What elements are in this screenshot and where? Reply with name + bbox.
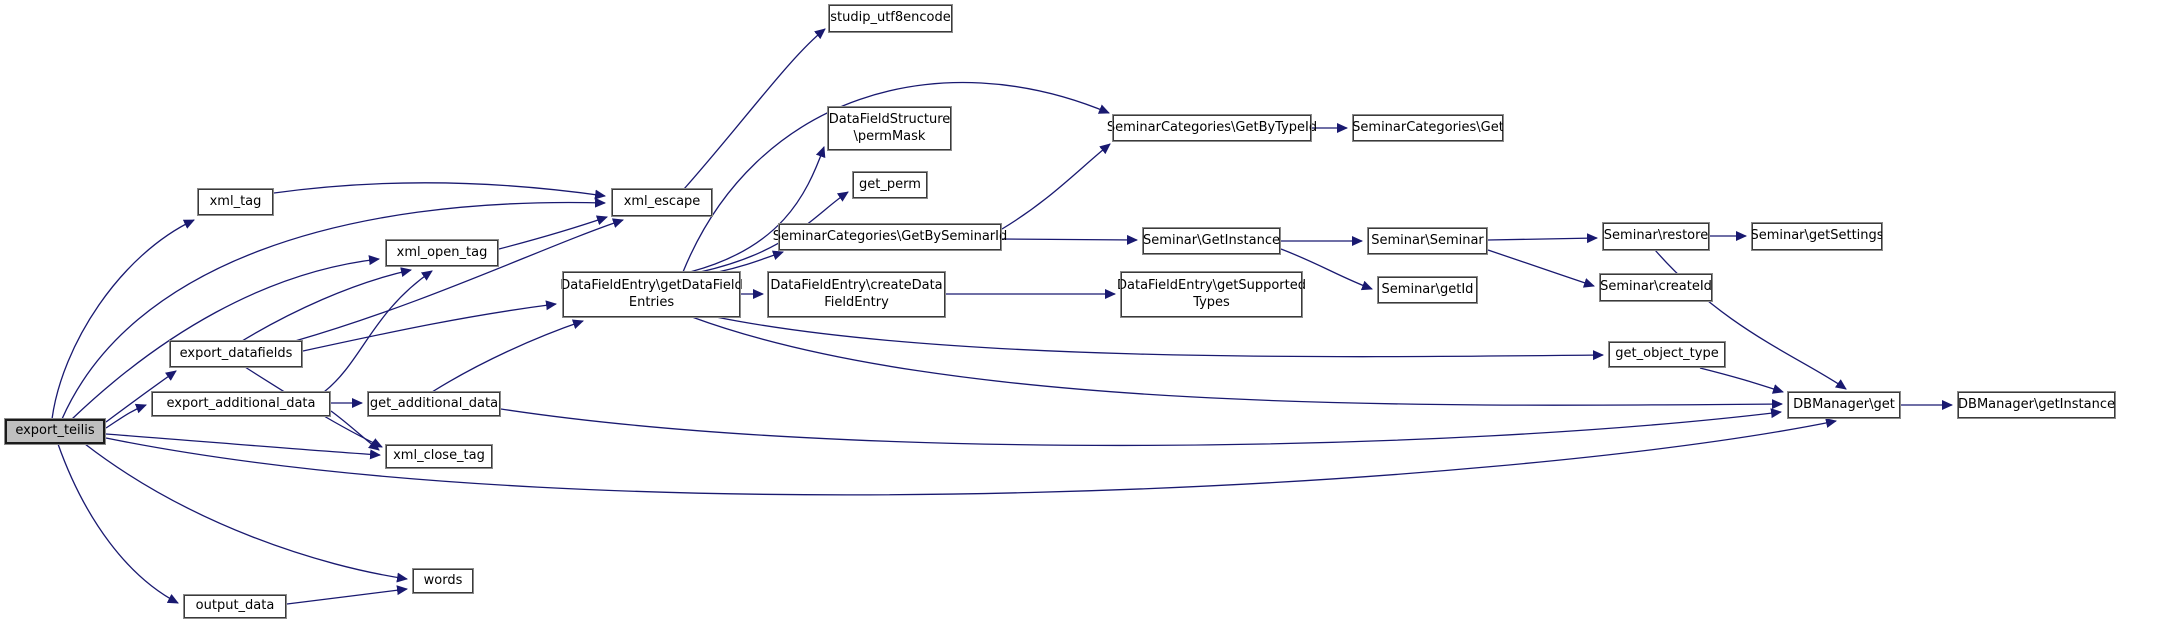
node-datafieldstructure-permmask[interactable]: DataFieldStructure \permMask: [827, 106, 952, 151]
edge-export_teilis-xml_escape: [61, 197, 606, 420]
node-datafieldentry-getdatafieldentries[interactable]: DataFieldEntry\getDataField Entries: [560, 271, 743, 318]
edge-getdatafieldentries-getbytypeid: [682, 81, 1110, 273]
edge-get_object_type-dbmanager_get: [1699, 367, 1784, 394]
node-datafieldentry-createdatafieldentry[interactable]: DataFieldEntry\createData FieldEntry: [767, 271, 946, 318]
edge-output_data-words: [286, 585, 408, 605]
node-xml-close-tag[interactable]: xml_close_tag: [385, 444, 493, 469]
edge-getdatafieldentries-get_object_type: [715, 316, 1604, 361]
node-seminar-getinstance[interactable]: Seminar\GetInstance: [1142, 227, 1281, 255]
edge-export_teilis-xml_close_tag: [105, 433, 381, 460]
node-xml-tag[interactable]: xml_tag: [197, 188, 274, 216]
node-seminar-seminar[interactable]: Seminar\Seminar: [1367, 227, 1488, 255]
node-output-data[interactable]: output_data: [183, 594, 287, 619]
node-get-object-type[interactable]: get_object_type: [1608, 341, 1726, 368]
edge-export_datafields-xml_escape: [294, 218, 624, 342]
edge-seminar_getinstance-seminar_getid: [1280, 248, 1373, 291]
node-xml-open-tag[interactable]: xml_open_tag: [385, 239, 499, 267]
node-export-teilis[interactable]: export_teilis: [4, 418, 106, 445]
node-seminarcategories-get[interactable]: SeminarCategories\Get: [1352, 114, 1504, 142]
edge-seminar_restore-dbmanager_get: [1654, 249, 1847, 390]
node-studip-utf8encode[interactable]: studip_utf8encode: [828, 4, 953, 33]
edge-export_teilis-xml_tag: [51, 219, 195, 420]
node-seminarcategories-getbytypeid[interactable]: SeminarCategories\GetByTypeId: [1107, 114, 1317, 142]
edge-export_additional_data-xml_open_tag: [323, 270, 433, 393]
edge-getdatafieldentries-getbyseminarid: [717, 250, 784, 273]
edge-getdatafieldentries-permmask: [689, 146, 826, 273]
node-get-additional-data[interactable]: get_additional_data: [367, 391, 501, 417]
node-seminar-createid[interactable]: Seminar\createId: [1599, 273, 1713, 302]
node-seminar-getsettings[interactable]: Seminar\getSettings: [1750, 222, 1884, 251]
node-datafieldentry-getsupportedtypes[interactable]: DataFieldEntry\getSupported Types: [1117, 271, 1306, 318]
edge-export_datafields-xml_open_tag: [241, 267, 412, 342]
edge-getbyseminarid-seminar_getinstance: [1001, 234, 1138, 245]
edge-export_teilis-xml_open_tag: [71, 255, 380, 420]
edge-get_additional_data-getdatafieldentries: [431, 319, 584, 393]
edge-export_teilis-export_datafields: [105, 370, 177, 423]
edge-export_teilis-words: [84, 443, 408, 583]
edge-seminar_seminar-seminar_restore: [1487, 233, 1598, 244]
node-export-datafields[interactable]: export_datafields: [169, 340, 303, 368]
node-get-perm[interactable]: get_perm: [852, 171, 928, 199]
node-seminarcategories-getbyseminarid[interactable]: SeminarCategories\GetBySeminarId: [773, 223, 1007, 251]
edge-export_datafields-getdatafieldentries: [302, 300, 557, 352]
node-seminar-restore[interactable]: Seminar\restore: [1602, 222, 1710, 251]
node-export-additional-data[interactable]: export_additional_data: [151, 391, 331, 417]
edge-export_teilis-dbmanager_get: [105, 418, 1837, 496]
edge-getdatafieldentries-dbmanager_get: [691, 316, 1783, 410]
edge-xml_open_tag-xml_escape: [498, 215, 608, 250]
edge-getbyseminarid-getbytypeid: [1001, 143, 1111, 230]
edge-get_additional_data-dbmanager_get: [500, 408, 1782, 447]
node-xml-escape[interactable]: xml_escape: [611, 188, 713, 217]
edge-export_teilis-output_data: [57, 443, 179, 604]
node-seminar-getid[interactable]: Seminar\getId: [1377, 276, 1478, 304]
node-words[interactable]: words: [412, 568, 474, 594]
edge-export_additional_data-xml_close_tag: [330, 410, 380, 451]
node-dbmanager-get[interactable]: DBManager\get: [1787, 391, 1901, 419]
edge-xml_escape-studip_utf8encode: [683, 28, 826, 190]
node-dbmanager-getinstance[interactable]: DBManager\getInstance: [1957, 391, 2116, 419]
edge-export_teilis-export_additional_data: [105, 403, 147, 429]
edge-seminar_seminar-seminar_createid: [1487, 249, 1595, 288]
edge-xml_tag-xml_escape: [273, 182, 606, 200]
